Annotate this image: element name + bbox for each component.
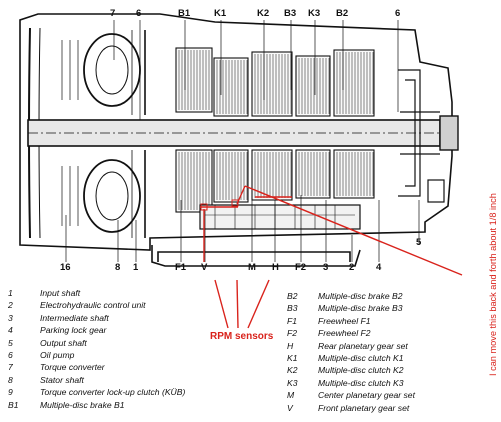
callout-v: V xyxy=(201,262,208,273)
callout-b1: B1 xyxy=(178,8,191,19)
callout-b2: B2 xyxy=(336,8,349,19)
legend-right-item-text: Front planetary gear set xyxy=(318,402,410,413)
legend-right-item-text: Multiple-disc clutch K2 xyxy=(318,365,404,376)
legend-right-item-key: K1 xyxy=(287,353,298,363)
rpm-sensors-annotation: RPM sensors xyxy=(210,331,274,342)
legend-right-item-text: Freewheel F2 xyxy=(318,328,371,339)
legend-right-item-key: B3 xyxy=(287,303,298,314)
legend-right-item-key: K3 xyxy=(287,377,298,388)
callout-k2: K2 xyxy=(257,8,270,19)
legend-left-item-key: 1 xyxy=(8,288,13,298)
legend-left-item-key: 8 xyxy=(8,374,13,385)
legend-left-item-text: Torque converter lock-up clutch (KÜB) xyxy=(40,387,186,398)
side-note-annotation: I can move this back and forth about 1/8… xyxy=(488,193,498,376)
legend-right-item-key: M xyxy=(287,390,295,401)
rpm-sensor-markers xyxy=(200,185,463,329)
callout-leaders xyxy=(65,20,420,262)
callout-h: H xyxy=(272,262,279,273)
legend-right-item-text: Multiple-disc clutch K1 xyxy=(318,353,404,363)
callout-1: 1 xyxy=(133,262,139,273)
legend-right-item-key: K2 xyxy=(287,365,298,376)
legend-right-item-text: Multiple-disc brake B2 xyxy=(318,291,403,301)
callout-m: M xyxy=(248,262,256,273)
callout-6-right: 6 xyxy=(395,8,401,19)
legend-right-item-text: Freewheel F1 xyxy=(318,315,371,326)
callout-16: 16 xyxy=(60,262,71,273)
legend-left-item-key: 3 xyxy=(8,312,13,323)
legend-left-item-text: Parking lock gear xyxy=(40,325,107,336)
callout-f1: F1 xyxy=(175,262,187,273)
legend-left-item-text: Intermediate shaft xyxy=(40,312,109,323)
callout-k1: K1 xyxy=(214,8,227,19)
legend-left-item-text: Multiple-disc brake B1 xyxy=(40,399,125,410)
legend-right-item-key: F1 xyxy=(287,315,298,326)
legend-right-item-key: H xyxy=(287,340,294,351)
legend-right-item-key: B2 xyxy=(287,291,298,301)
legend-left-item-key: 9 xyxy=(8,387,13,398)
legend-left-item-text: Stator shaft xyxy=(40,374,84,385)
callout-4: 4 xyxy=(376,262,382,273)
legend-left-item-key: 4 xyxy=(8,325,13,336)
valve-body xyxy=(199,204,361,230)
legend-right-item-text: Rear planetary gear set xyxy=(318,340,408,351)
legend-right-item-text: Multiple-disc brake B3 xyxy=(318,303,403,314)
main-shaft xyxy=(27,111,459,155)
callout-5: 5 xyxy=(416,237,422,248)
callout-k3: K3 xyxy=(308,8,321,19)
legend-left-item-text: Torque converter xyxy=(40,362,105,373)
legend-left-item-key: 6 xyxy=(8,350,13,360)
callout-3: 3 xyxy=(323,262,329,273)
callout-f2: F2 xyxy=(295,262,307,273)
callout-7: 7 xyxy=(110,8,116,19)
callout-8: 8 xyxy=(115,262,121,273)
legend-right-item-text: Multiple-disc clutch K3 xyxy=(318,377,404,388)
legend-left-item-key: 5 xyxy=(8,337,13,348)
legend-right-item-text: Center planetary gear set xyxy=(318,390,415,401)
callout-2: 2 xyxy=(349,262,355,273)
callout-6-left: 6 xyxy=(136,8,142,19)
legend-right-item-key: V xyxy=(287,402,293,413)
legend-left-item-text: Output shaft xyxy=(40,337,87,348)
legend-left-item-text: Electrohydraulic control unit xyxy=(40,300,146,311)
legend-right-item-key: F2 xyxy=(287,328,298,339)
legend-left-item-text: Oil pump xyxy=(40,350,75,360)
legend-left-item-key: 2 xyxy=(8,300,13,311)
legend-left-item-key: 7 xyxy=(8,362,13,373)
output-end xyxy=(398,69,445,203)
callout-b3: B3 xyxy=(284,8,297,19)
legend-left-item-text: Input shaft xyxy=(40,288,81,298)
legend-left-item-key: B1 xyxy=(8,399,19,410)
